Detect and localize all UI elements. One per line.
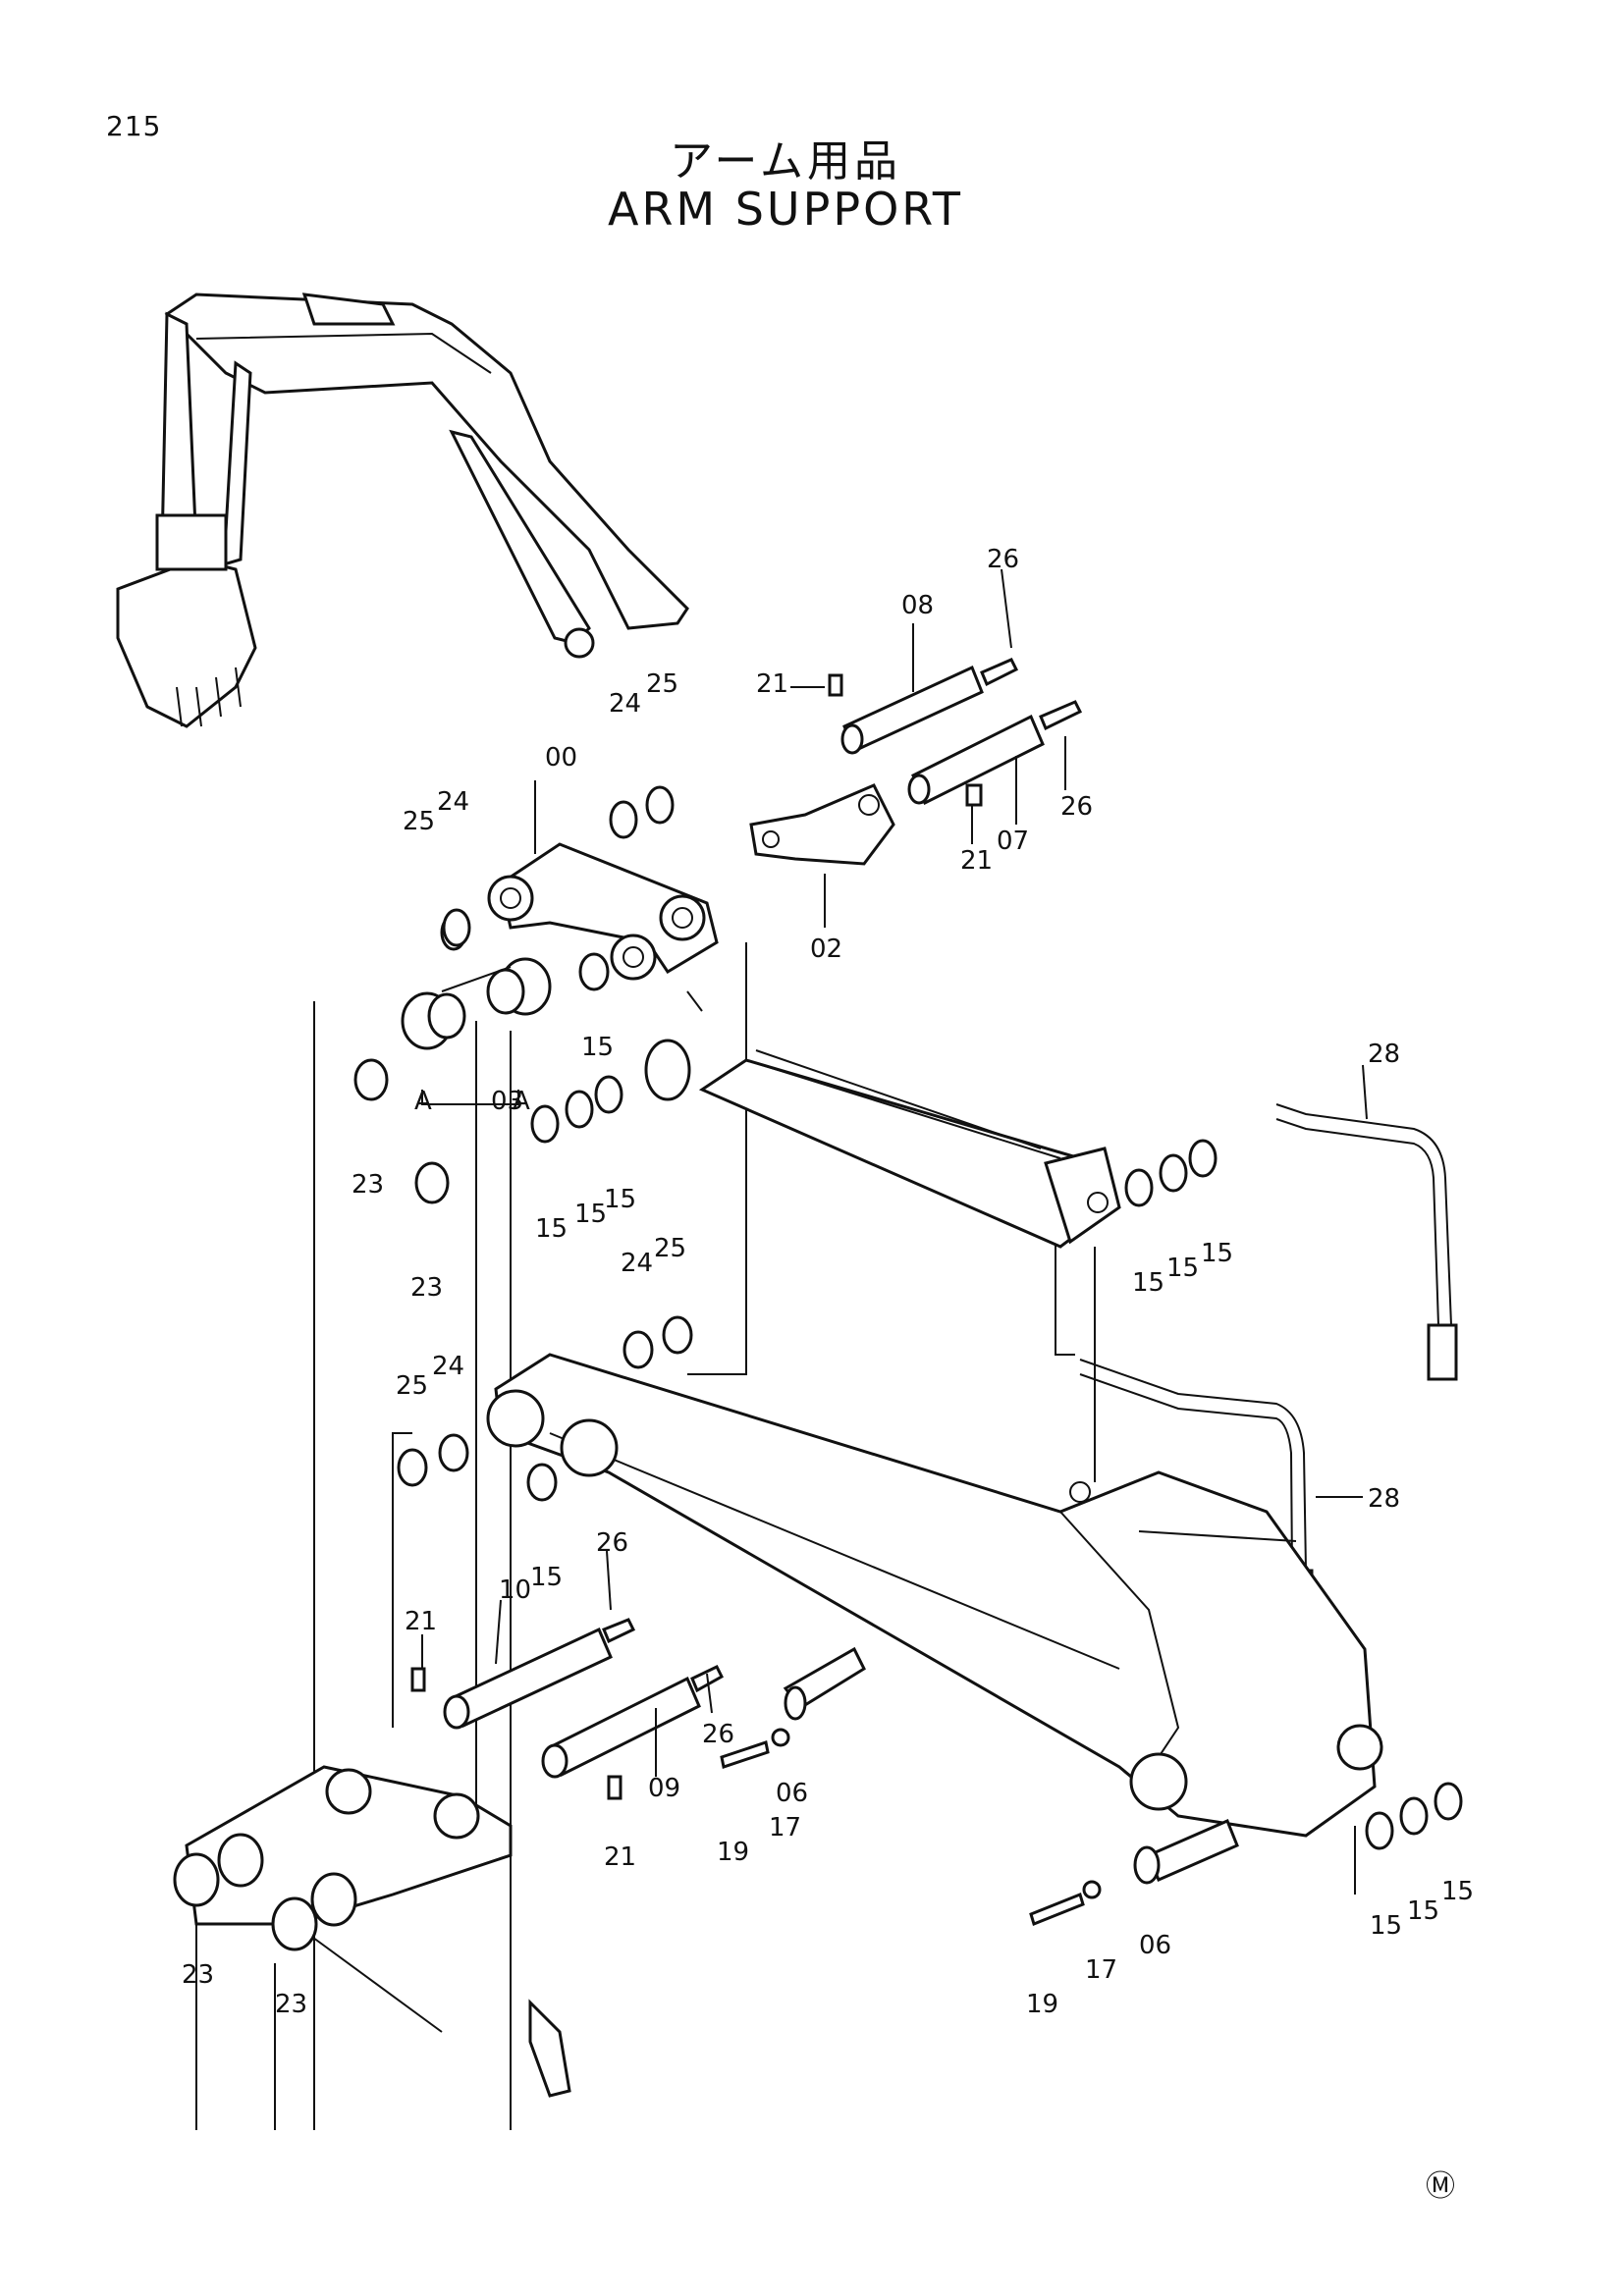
callouts: 00 02 03 06 06 07 08 09 10 15 15 15 15 1…: [182, 545, 1474, 2019]
callout-02: 02: [810, 934, 842, 964]
callout-21: 21: [604, 1842, 636, 1872]
callout-07: 07: [997, 827, 1029, 856]
callout-24: 24: [621, 1249, 653, 1278]
callout-21: 21: [405, 1607, 437, 1636]
part-09-pin: [541, 1665, 724, 1779]
part-00-link: [487, 842, 719, 981]
callout-15: 15: [574, 1200, 607, 1229]
callout-21: 21: [960, 846, 993, 876]
callout-26: 26: [702, 1720, 734, 1749]
part-03-bushings: [401, 957, 552, 1050]
callout-24: 24: [609, 689, 641, 719]
part-21-spring-pin-a: [410, 1667, 426, 1692]
callout-15: 15: [530, 1563, 563, 1592]
title-japanese: アーム用品: [669, 136, 902, 187]
callout-10: 10: [499, 1575, 531, 1605]
callout-15: 15: [604, 1185, 636, 1214]
part-21-spring-pin-b: [607, 1775, 623, 1800]
callout-23: 23: [182, 1960, 214, 1990]
part-17-washers: [771, 1728, 1102, 1899]
callout-06: 06: [1139, 1931, 1171, 1960]
callout-24: 24: [437, 787, 469, 817]
callout-A: A: [513, 1087, 530, 1116]
callout-26: 26: [987, 545, 1019, 574]
callout-25: 25: [403, 807, 435, 836]
callout-25: 25: [646, 669, 678, 699]
callout-21: 21: [756, 669, 788, 699]
callout-15: 15: [1407, 1896, 1439, 1926]
boom-head: [173, 1765, 571, 2130]
callout-23: 23: [352, 1170, 384, 1200]
callout-15: 15: [1132, 1268, 1164, 1298]
callout-08: 08: [901, 591, 934, 620]
callout-28: 28: [1368, 1040, 1400, 1069]
callout-06: 06: [776, 1779, 808, 1808]
callout-00: 00: [545, 743, 577, 773]
part-21-spring-pin-top: [828, 673, 843, 697]
manufacturer-mark: Ⓜ: [1426, 2169, 1455, 2204]
callout-26: 26: [596, 1528, 628, 1558]
callout-leaders: [421, 568, 1368, 1777]
page-number: 215: [106, 110, 162, 142]
callout-17: 17: [769, 1813, 801, 1842]
washers-and-o-rings: [353, 785, 1463, 1850]
callout-23: 23: [410, 1273, 443, 1303]
part-10-pin: [443, 1618, 636, 1730]
callout-25: 25: [654, 1234, 686, 1263]
callout-25: 25: [396, 1371, 428, 1401]
callout-15: 15: [1370, 1911, 1402, 1941]
callout-15: 15: [535, 1214, 568, 1244]
title-english: ARM SUPPORT: [607, 183, 963, 236]
callout-23: 23: [275, 1990, 307, 2019]
callout-15: 15: [581, 1033, 614, 1062]
callout-17: 17: [1085, 1955, 1117, 1985]
part-02-bracket: [749, 783, 895, 866]
callout-26: 26: [1060, 792, 1093, 822]
part-19-bolts: [720, 1740, 1085, 1927]
callout-15: 15: [1166, 1254, 1199, 1283]
callout-19: 19: [1026, 1990, 1058, 2019]
callout-15: 15: [1201, 1239, 1233, 1268]
callout-15: 15: [1441, 1877, 1474, 1906]
callout-28: 28: [1368, 1484, 1400, 1514]
callout-19: 19: [717, 1838, 749, 1867]
callout-24: 24: [432, 1352, 464, 1381]
part-07-pin: [907, 700, 1083, 807]
arm-cylinder: [644, 1039, 1121, 1249]
callout-09: 09: [648, 1774, 680, 1803]
arm-body: [486, 1353, 1383, 1838]
excavator-arm-overview: [116, 293, 689, 728]
part-08-pin: [840, 658, 1019, 755]
part-06-plates: [783, 1646, 1239, 1885]
